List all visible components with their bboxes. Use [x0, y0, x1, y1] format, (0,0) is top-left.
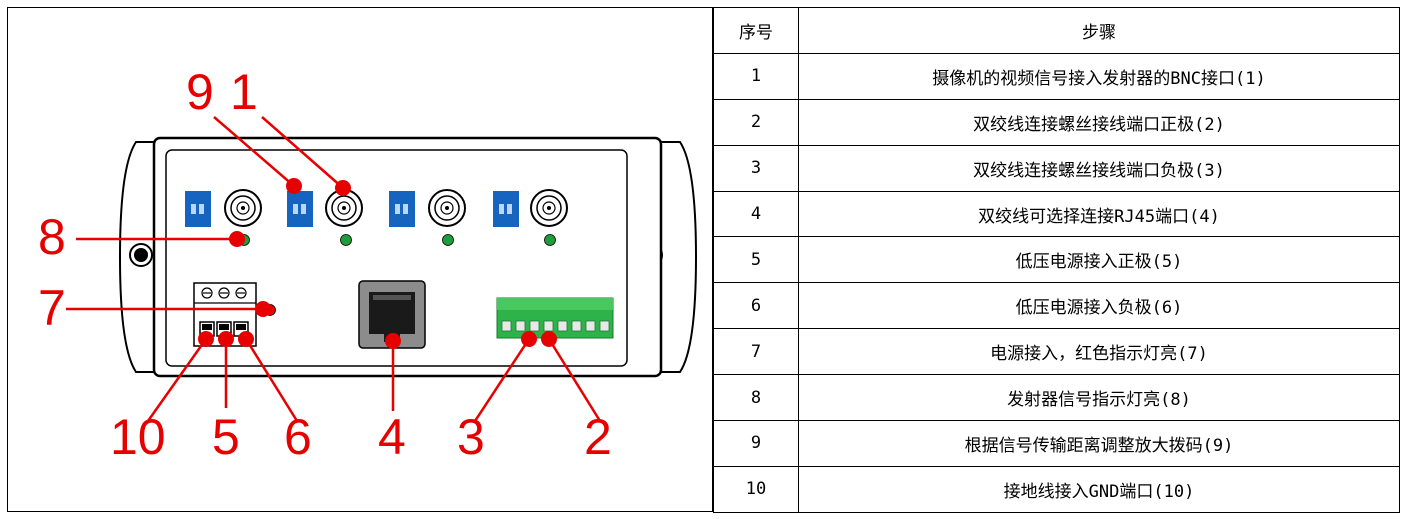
- rj45-port: [358, 280, 426, 349]
- row-number: 2: [713, 98, 799, 146]
- row-step: 双绞线连接螺丝接线端口负极(3): [798, 144, 1400, 192]
- row-number: 9: [713, 420, 799, 467]
- callout-leader-lines: [66, 116, 602, 422]
- row-step: 根据信号传输距离调整放大拨码(9): [798, 420, 1400, 467]
- row-number: 3: [713, 144, 799, 192]
- row-step: 接地线接入GND端口(10): [798, 465, 1400, 513]
- callout-label: 6: [284, 409, 312, 465]
- left-screw-hole: [129, 243, 153, 267]
- table-row: 7 电源接入，红色指示灯亮(7): [713, 328, 1400, 376]
- power-led: [264, 304, 276, 316]
- status-led: [544, 234, 556, 246]
- row-step: 发射器信号指示灯亮(8): [798, 374, 1400, 422]
- callout-label: 9: [186, 64, 214, 120]
- table-header-row: 序号 步骤: [713, 7, 1400, 54]
- row-number: 1: [713, 52, 799, 100]
- row-number: 8: [713, 374, 799, 422]
- status-led: [340, 234, 352, 246]
- device-illustration: 9 1 8 7 10 5 6 4 3 2: [38, 64, 698, 465]
- status-led: [442, 234, 454, 246]
- callout-label: 3: [457, 409, 485, 465]
- dip-switch: [493, 191, 519, 227]
- row-step: 电源接入，红色指示灯亮(7): [798, 328, 1400, 376]
- bnc-connector: [224, 189, 262, 227]
- table-row: 9 根据信号传输距离调整放大拨码(9): [713, 420, 1400, 467]
- table-row: 5 低压电源接入正极(5): [713, 236, 1400, 284]
- bnc-connector: [325, 189, 363, 227]
- dip-switch: [287, 191, 313, 227]
- callout-label: 4: [378, 409, 406, 465]
- dip-switch: [389, 191, 415, 227]
- row-number: 5: [713, 236, 799, 284]
- device-diagram: 9 1 8 7 10 5 6 4 3 2: [7, 7, 713, 512]
- row-step: 双绞线可选择连接RJ45端口(4): [798, 190, 1400, 238]
- callout-label: 2: [584, 409, 612, 465]
- table-row: 4 双绞线可选择连接RJ45端口(4): [713, 190, 1400, 238]
- row-step: 双绞线连接螺丝接线端口正极(2): [798, 98, 1400, 146]
- row-number: 6: [713, 282, 799, 330]
- callout-label: 7: [38, 280, 66, 336]
- row-step: 摄像机的视频信号接入发射器的BNC接口(1): [798, 52, 1400, 100]
- dip-switch: [185, 191, 211, 227]
- callout-label: 1: [230, 64, 258, 120]
- steps-table: 序号 步骤 1 摄像机的视频信号接入发射器的BNC接口(1) 2 双绞线连接螺丝…: [713, 7, 1400, 513]
- table-row: 6 低压电源接入负极(6): [713, 282, 1400, 330]
- bnc-connector: [428, 189, 466, 227]
- callout-label: 8: [38, 209, 66, 265]
- row-number: 10: [713, 465, 799, 513]
- table-row: 1 摄像机的视频信号接入发射器的BNC接口(1): [713, 52, 1400, 100]
- row-number: 7: [713, 328, 799, 376]
- callout-label: 10: [110, 409, 166, 465]
- bnc-connector: [530, 189, 568, 227]
- signal-terminal-block: [496, 297, 614, 339]
- header-step: 步骤: [798, 7, 1400, 54]
- status-led: [238, 234, 250, 246]
- header-number: 序号: [713, 7, 799, 54]
- row-step: 低压电源接入负极(6): [798, 282, 1400, 330]
- callout-label: 5: [212, 409, 240, 465]
- row-number: 4: [713, 190, 799, 238]
- power-terminal-block: [193, 282, 257, 347]
- table-row: 10 接地线接入GND端口(10): [713, 465, 1400, 513]
- table-row: 2 双绞线连接螺丝接线端口正极(2): [713, 98, 1400, 146]
- table-row: 8 发射器信号指示灯亮(8): [713, 374, 1400, 422]
- table-row: 3 双绞线连接螺丝接线端口负极(3): [713, 144, 1400, 192]
- row-step: 低压电源接入正极(5): [798, 236, 1400, 284]
